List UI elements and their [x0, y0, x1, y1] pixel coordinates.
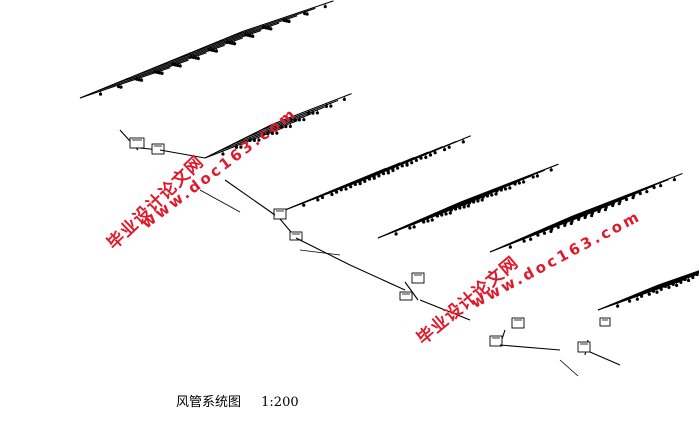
branch-duct: [369, 135, 472, 179]
branch-duct: [245, 106, 325, 139]
duct-label-line: [199, 189, 241, 213]
air-handling-unit: [129, 137, 145, 149]
air-handling-unit: [577, 341, 591, 353]
connector-duct: [419, 299, 471, 321]
connector-duct: [159, 149, 206, 159]
branch-duct: [517, 197, 628, 241]
branch-duct: [531, 191, 642, 235]
branch-duct: [377, 199, 476, 239]
air-handling-unit: [289, 231, 303, 241]
riser-duct: [404, 281, 419, 301]
branch-duct: [460, 163, 559, 203]
branch-duct: [503, 203, 614, 247]
connector-duct: [224, 179, 276, 216]
diffuser-marker: [230, 41, 234, 45]
branch-duct: [545, 185, 656, 229]
branch-duct: [645, 270, 699, 291]
connector-duct: [295, 237, 351, 266]
diffuser-marker: [232, 42, 237, 46]
branch-duct: [419, 181, 518, 221]
air-handling-unit: [411, 272, 425, 284]
caption-title: 风管系统图: [176, 395, 242, 410]
diffuser-marker: [194, 56, 198, 60]
diffuser-marker: [246, 33, 250, 37]
caption-scale: 1:200: [261, 395, 299, 410]
branch-duct: [218, 120, 298, 152]
diffuser-marker: [243, 33, 248, 37]
air-handling-unit: [599, 317, 611, 327]
branch-duct: [206, 15, 298, 47]
branch-duct: [231, 113, 312, 146]
connector-duct: [349, 264, 406, 291]
diffuser-marker: [210, 48, 214, 52]
drawing-caption: 风管系统图 1:200: [176, 391, 299, 410]
branch-duct: [224, 7, 316, 40]
branch-duct: [391, 193, 490, 233]
branch-duct: [657, 270, 699, 286]
air-handling-unit: [489, 335, 503, 347]
branch-duct: [446, 169, 545, 209]
branch-duct: [489, 209, 600, 253]
branch-duct: [558, 179, 669, 223]
main-trunk-duct: [79, 30, 244, 99]
branch-duct: [405, 187, 504, 227]
branch-duct: [258, 99, 339, 132]
branch-duct: [433, 175, 532, 215]
branch-duct: [204, 126, 285, 159]
connector-duct: [499, 344, 561, 351]
air-handling-unit: [511, 317, 525, 329]
duct-label-line: [299, 249, 341, 256]
diffuser-marker: [207, 48, 211, 52]
exhaust-duct: [559, 359, 579, 377]
branch-duct: [572, 173, 683, 217]
branch-duct: [272, 93, 352, 125]
air-handling-unit: [273, 208, 287, 220]
air-handling-unit: [399, 291, 413, 301]
air-handling-unit: [151, 143, 165, 155]
diffuser-marker: [196, 56, 200, 61]
branch-duct: [243, 0, 334, 32]
connector-duct: [589, 351, 621, 366]
